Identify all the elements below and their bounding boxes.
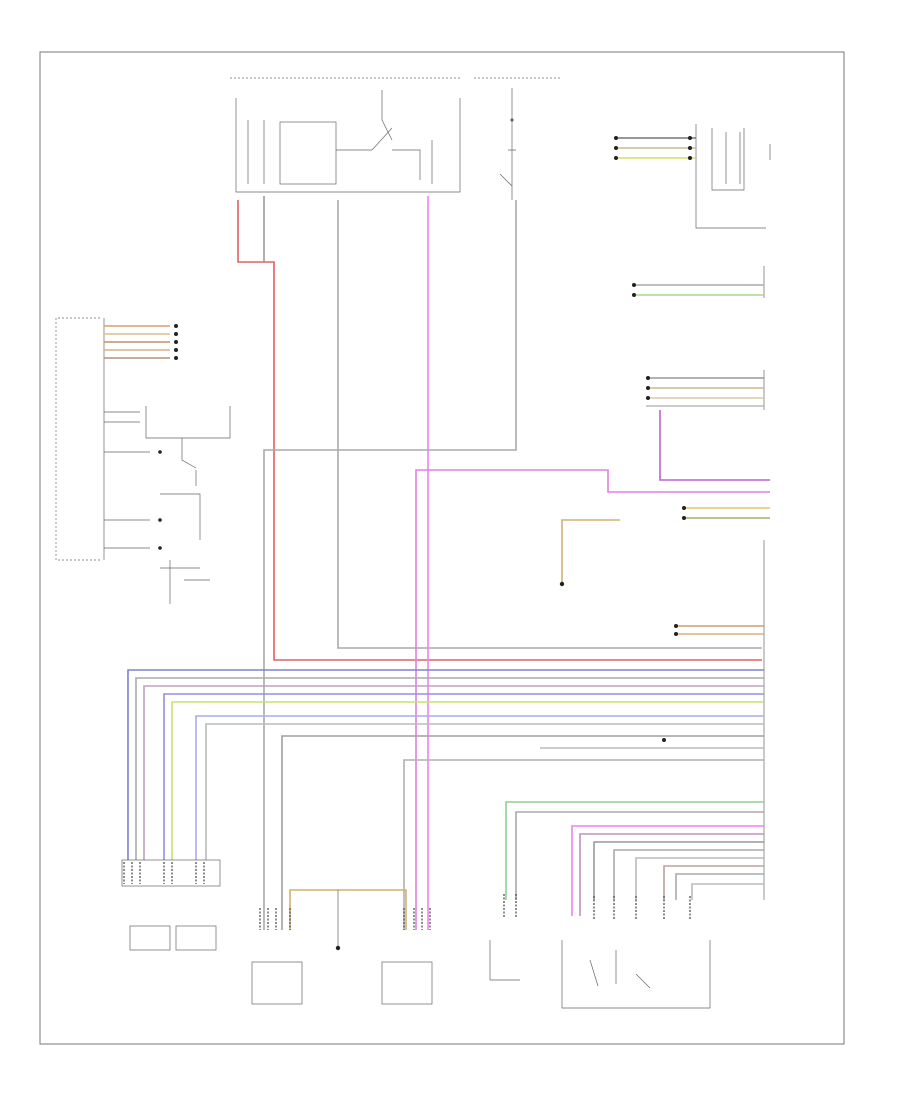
right-connectors	[632, 266, 765, 410]
top-right-component	[614, 124, 771, 229]
bottom-components	[121, 859, 711, 1009]
bus-wires	[127, 669, 764, 930]
main-wires	[237, 196, 770, 930]
lower-right-wires	[505, 801, 764, 916]
right-main-module	[674, 506, 770, 900]
fuse-relay-block	[230, 77, 560, 200]
left-module	[55, 317, 231, 604]
diagram-frame	[39, 51, 845, 1045]
connector-stubs	[123, 862, 691, 930]
